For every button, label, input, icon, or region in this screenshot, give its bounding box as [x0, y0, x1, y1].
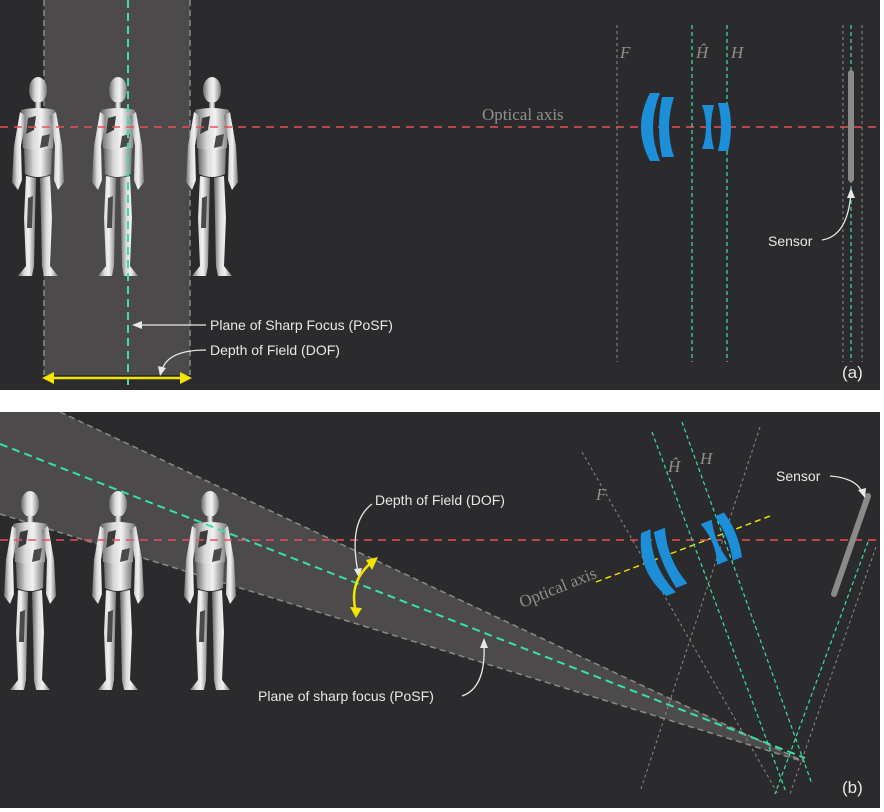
curved-arrow-icon — [461, 643, 485, 697]
mannequin-figure-icon — [186, 77, 238, 276]
sensor-bar-icon — [848, 70, 854, 182]
dof-region — [44, 0, 190, 375]
panel-a-diagram: Optical axis F Ĥ H Sensor Plane of Sharp… — [0, 0, 880, 385]
panel-label: (b) — [842, 778, 863, 797]
lens-group-1-icon — [640, 527, 688, 597]
lens-group-1-icon — [641, 93, 674, 161]
h-label: H — [730, 43, 745, 62]
panel-b-diagram: Optical axis F Ĥ H Sensor Depth of Field… — [0, 412, 880, 797]
dof-label: Depth of Field (DOF) — [210, 342, 340, 358]
sensor-label: Sensor — [768, 233, 813, 249]
optical-axis-label: Optical axis — [516, 563, 599, 611]
dof-wedge — [0, 412, 805, 762]
posf-label: Plane of Sharp Focus (PoSF) — [210, 317, 393, 333]
curved-arrow-icon — [821, 191, 852, 241]
dof-label: Depth of Field (DOF) — [375, 492, 505, 508]
f-label: F — [595, 485, 607, 504]
h-prime-label: Ĥ — [667, 457, 682, 476]
panel-b: Optical axis F Ĥ H Sensor Depth of Field… — [0, 412, 880, 808]
curved-arrow-icon — [161, 349, 207, 371]
optical-axis-label: Optical axis — [482, 105, 564, 124]
lens-group-2-icon — [702, 103, 731, 151]
curved-arrow-icon — [829, 475, 863, 493]
sensor-bar-icon — [831, 493, 871, 597]
h-label: H — [699, 449, 714, 468]
lens-group-2-icon — [700, 512, 742, 565]
sensor-label: Sensor — [776, 468, 821, 484]
panel-label: (a) — [842, 363, 863, 382]
f-label: F — [619, 43, 631, 62]
h-prime-label: Ĥ — [695, 43, 710, 62]
double-arrow-icon — [352, 561, 373, 613]
panel-a: Optical axis F Ĥ H Sensor Plane of Sharp… — [0, 0, 880, 390]
curved-arrow-icon — [354, 503, 373, 573]
posf-line — [0, 443, 806, 759]
posf-label: Plane of sharp focus (PoSF) — [258, 688, 434, 704]
lens-axis-line — [595, 515, 771, 583]
